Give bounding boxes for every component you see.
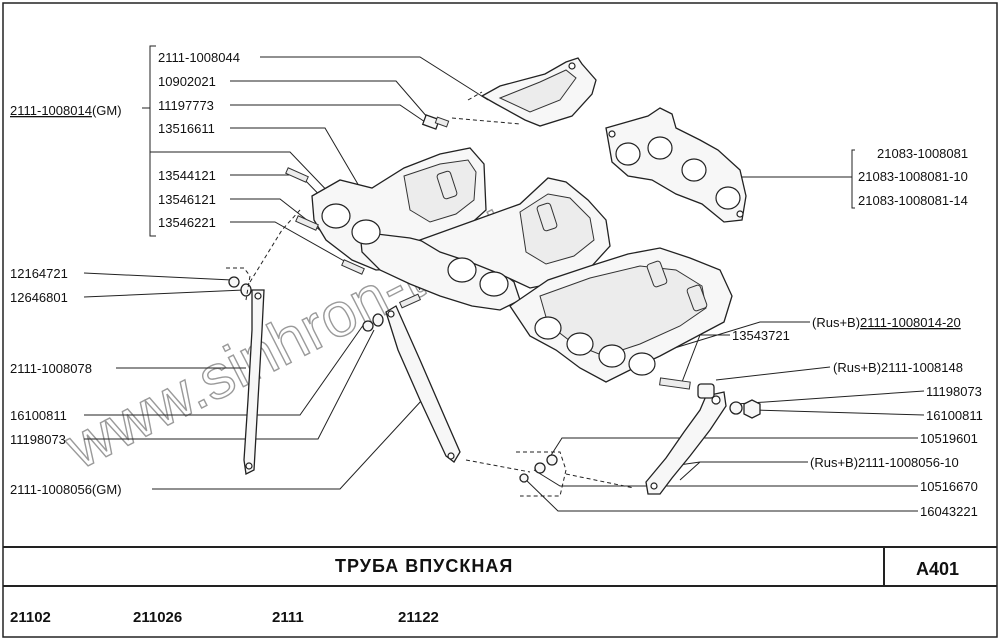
callout-10902021: 10902021 <box>158 74 216 89</box>
callout-10519601: 10519601 <box>920 431 978 446</box>
model-211026: 211026 <box>133 609 182 626</box>
callout-13543721: 13543721 <box>732 328 790 343</box>
heat-shield-dash <box>451 91 521 125</box>
callout-2111-1008044: 2111-1008044 <box>158 50 240 65</box>
manifold-gasket <box>605 107 747 223</box>
bolt-10902021 <box>421 114 450 130</box>
callout-21083-1008081-14: 21083-1008081-14 <box>858 193 968 208</box>
callout-13546121: 13546121 <box>158 192 216 207</box>
callout-2111-1008078: 2111-1008078 <box>10 361 92 376</box>
bolt-nut-lower-group <box>516 451 635 497</box>
group-label-main: 2111-1008014(GM) <box>10 103 122 118</box>
callout-13516611: 13516611 <box>158 121 215 136</box>
callout-16100811-right: 16100811 <box>926 408 983 423</box>
washer-nut-right <box>729 399 761 419</box>
left-dash-group <box>226 209 301 301</box>
washer-nut-left <box>228 276 252 297</box>
model-2111: 2111 <box>272 609 304 626</box>
intake-manifold-upper <box>311 147 611 311</box>
left-callouts: 2111-1008044 10902021 11197773 13516611 … <box>10 50 240 497</box>
callout-11197773: 11197773 <box>158 98 214 113</box>
gasket-bracket <box>740 149 855 209</box>
bracket-2111-1008056-gm <box>385 305 461 463</box>
callout-rus-b-2111-1008148: (Rus+B)2111-1008148 <box>833 360 963 375</box>
callout-10516670: 10516670 <box>920 479 978 494</box>
intake-manifold-lower-rus-b <box>509 247 733 383</box>
callout-21083-1008081: 21083-1008081 <box>877 146 968 161</box>
callout-11198073-right: 11198073 <box>926 384 982 399</box>
left-leaders <box>83 56 489 490</box>
callout-21083-1008081-10: 21083-1008081-10 <box>858 169 968 184</box>
callout-2111-1008056-gm: 2111-1008056(GM) <box>10 482 122 497</box>
applicable-models: 21102 211026 2111 21122 <box>10 609 439 626</box>
callout-rus-b-2111-1008056-10: (Rus+B)2111-1008056-10 <box>810 455 959 470</box>
diagram-code: A401 <box>916 559 959 579</box>
bracket-2111-1008078 <box>243 289 265 475</box>
diagram-title: ТРУБА ВПУСКНАЯ <box>335 556 513 576</box>
bushing-rus-b-2111-1008148 <box>697 383 715 399</box>
callout-12646801: 12646801 <box>10 290 68 305</box>
callout-13546221: 13546221 <box>158 215 216 230</box>
center-dash <box>465 459 531 473</box>
callout-11198073-left: 11198073 <box>10 432 66 447</box>
right-callouts: 21083-1008081 21083-1008081-10 21083-100… <box>732 146 983 519</box>
group-label-rus-b: (Rus+B)2111-1008014-20 <box>812 315 961 330</box>
washer-nut-center <box>362 313 384 332</box>
main-group-bracket <box>142 45 156 237</box>
model-21122: 21122 <box>398 609 439 626</box>
bracket-rus-b-2111-1008056-10 <box>645 391 727 495</box>
callout-16043221: 16043221 <box>920 504 978 519</box>
callout-12164721: 12164721 <box>10 266 68 281</box>
model-21102: 21102 <box>10 609 51 626</box>
callout-16100811-left: 16100811 <box>10 408 67 423</box>
heat-shield <box>480 57 597 127</box>
studs <box>285 167 691 390</box>
callout-13544121: 13544121 <box>158 168 216 183</box>
